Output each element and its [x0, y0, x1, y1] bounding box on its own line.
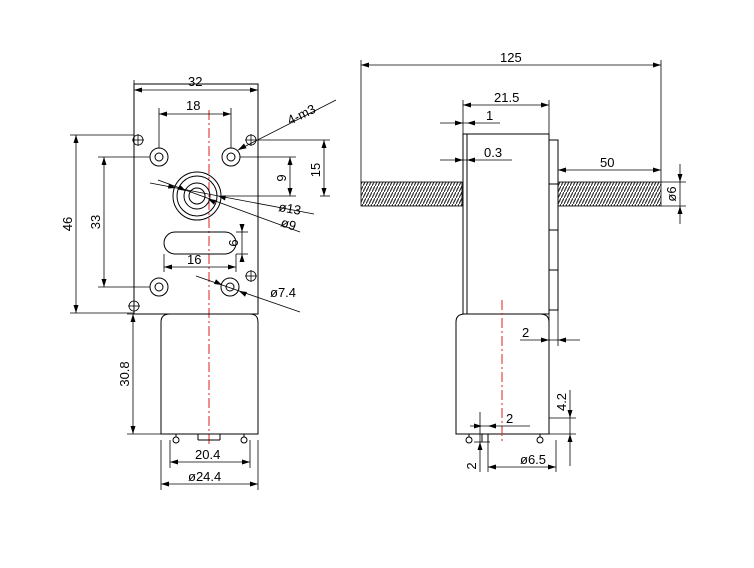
screw-top-left [132, 134, 144, 146]
dim-terminal-diameter-label: ø6.5 [520, 452, 546, 467]
leader-shaft-diameter: ø9 [157, 179, 301, 234]
dim-terminal-width: 2 [464, 412, 490, 472]
dim-hole-spacing-top-label: 18 [186, 98, 200, 113]
dim-hole-spacing-vertical-label: 33 [88, 215, 103, 229]
dim-motor-length: 30.8 [117, 313, 161, 435]
mount-hole-bottom-left [149, 277, 169, 297]
dim-shaft-total-length: 125 [360, 50, 662, 182]
dim-boss-offset-label: 9 [274, 174, 289, 181]
mount-hole-bottom-right [220, 277, 240, 297]
shaft-diameter-label: ø9 [279, 215, 298, 234]
dim-hole-spacing-top: 18 [158, 98, 232, 148]
dim-gearbox-depth: 21.5 [462, 90, 550, 134]
dim-terminal-width-label: 2 [464, 462, 479, 469]
output-boss [172, 171, 222, 221]
dim-flange-thickness: 1 [440, 108, 500, 126]
dim-shaft-diameter: ø6 [661, 164, 686, 224]
dim-slot-height-label: 6 [226, 239, 241, 246]
threaded-shaft-right [557, 181, 662, 207]
dim-body-height-label: 46 [60, 217, 75, 231]
gearbox-face [133, 83, 259, 315]
dim-terminal-height: 4.2 [543, 390, 576, 466]
dim-flange-thickness-label: 1 [486, 108, 493, 123]
side-motor [455, 300, 550, 444]
dim-motor-length-label: 30.8 [117, 361, 132, 386]
dim-terminal-height-label: 4.2 [554, 393, 569, 411]
leader-mount-hole-diameter: ø7.4 [195, 275, 301, 313]
dim-gap-label: 0.3 [484, 145, 502, 160]
screw-bottom-left [128, 300, 140, 312]
side-view: 125 21.5 1 0.3 50 [360, 50, 686, 472]
mount-hole-top-left [149, 147, 169, 167]
dim-hole-spacing-vertical: 33 [88, 156, 150, 288]
threaded-shaft-left [360, 181, 463, 207]
dim-width-label: 32 [188, 74, 202, 89]
dim-terminal-offset: 2 [470, 411, 530, 429]
mount-hole-top-right [221, 147, 241, 167]
front-motor [160, 313, 259, 444]
leader-boss-diameter: ø13 [149, 182, 315, 218]
side-gear-cover [548, 139, 559, 311]
dim-body-height: 46 [60, 134, 134, 314]
mount-hole-diameter-label: ø7.4 [270, 285, 296, 300]
dim-top-to-center-label: 15 [308, 163, 323, 177]
dim-shaft-extension: 50 [558, 155, 661, 173]
screw-bottom-right [245, 270, 257, 282]
screw-top-right [245, 134, 257, 146]
dim-motor-diameter-label: ø24.4 [188, 469, 221, 484]
dim-shaft-diameter-label: ø6 [664, 186, 679, 201]
dim-gearbox-depth-label: 21.5 [494, 90, 519, 105]
leader-tapped-holes: 4-m3 [237, 99, 337, 151]
dim-width: 32 [133, 74, 258, 93]
side-gearbox-body [462, 133, 550, 315]
dim-terminal-diameter: ø6.5 [487, 440, 557, 472]
boss-diameter-label: ø13 [277, 199, 302, 218]
dim-top-to-center: 15 [258, 139, 330, 197]
dim-shaft-extension-label: 50 [600, 155, 614, 170]
dim-shaft-total-length-label: 125 [500, 50, 522, 65]
dim-terminal-spacing-label: 20.4 [195, 447, 220, 462]
dim-slot-width-label: 16 [187, 252, 201, 267]
dim-motor-diameter: ø24.4 [160, 440, 259, 490]
dim-gap: 0.3 [440, 145, 512, 163]
dim-step-label: 2 [522, 325, 529, 340]
dim-boss-offset: 9 [222, 156, 296, 197]
dim-terminal-offset-label: 2 [506, 411, 513, 426]
dim-step: 2 [520, 310, 580, 346]
dim-slot-height: 6 [226, 224, 248, 262]
slot [163, 231, 237, 255]
tapped-holes-label: 4-m3 [285, 101, 318, 127]
front-view: 32 18 4-m3 15 [60, 74, 337, 490]
dim-slot-width: 16 [163, 252, 237, 272]
dim-terminal-spacing: 20.4 [169, 440, 251, 468]
